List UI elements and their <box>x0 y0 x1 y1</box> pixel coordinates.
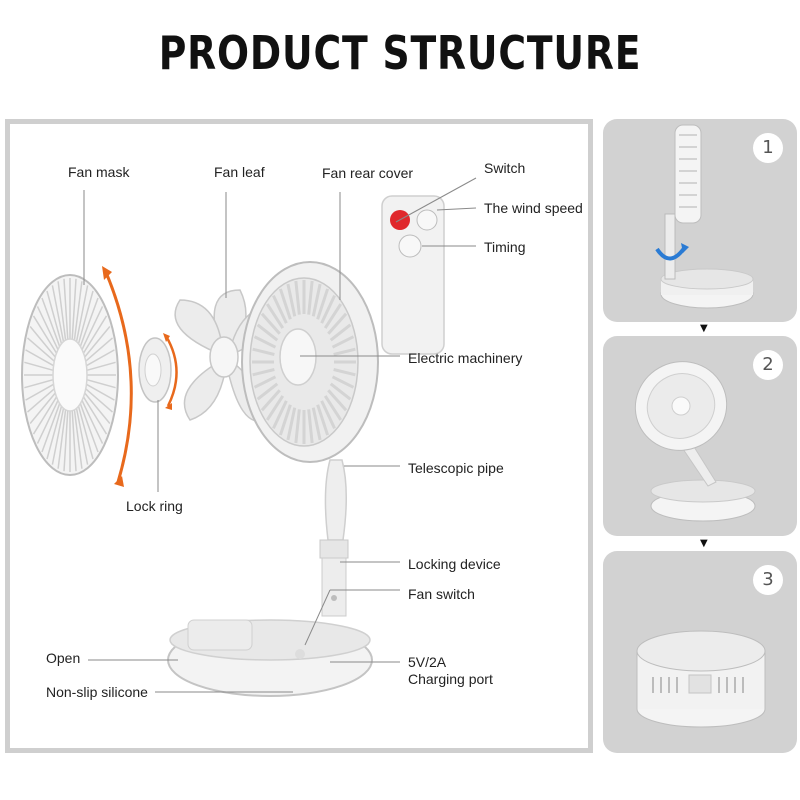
step-1-badge: 1 <box>753 133 783 163</box>
label-charging-voltage: 5V/2A <box>408 654 447 670</box>
page-title: PRODUCT STRUCTURE <box>158 26 642 80</box>
label-open: Open <box>46 650 81 666</box>
label-lock-ring: Lock ring <box>126 498 183 514</box>
label-fan-switch: Fan switch <box>408 586 475 602</box>
step-1-illustration <box>655 124 754 309</box>
step-3-illustration <box>636 630 766 728</box>
label-switch: Switch <box>484 160 526 176</box>
label-locking-device: Locking device <box>408 556 501 572</box>
step-arrow-down-icon: ▼ <box>700 323 708 334</box>
label-fan-leaf: Fan leaf <box>214 164 265 180</box>
step-2-illustration <box>634 361 756 522</box>
telescopic-pipe-illustration <box>319 459 349 617</box>
label-fan-rear-cover: Fan rear cover <box>322 165 414 181</box>
step-2-badge: 2 <box>753 350 783 380</box>
step-2-panel: 2 <box>603 336 797 536</box>
step-3-badge: 3 <box>753 565 783 595</box>
step-3-panel: 3 <box>603 551 797 753</box>
label-non-slip-silicone: Non-slip silicone <box>46 684 148 700</box>
leader-lines <box>83 177 477 693</box>
label-telescopic-pipe: Telescopic pipe <box>408 460 504 476</box>
fan-mask-illustration <box>21 274 119 476</box>
label-electric-machinery: Electric machinery <box>408 350 523 366</box>
label-wind-speed: The wind speed <box>484 200 583 216</box>
label-timing: Timing <box>484 239 526 255</box>
step-1-panel: 1 <box>603 119 797 322</box>
base-illustration <box>167 619 373 697</box>
lock-ring-illustration <box>138 337 172 403</box>
label-charging-port: Charging port <box>408 671 493 687</box>
fan-rear-cover-illustration <box>241 261 379 463</box>
label-fan-mask: Fan mask <box>68 164 130 180</box>
step-arrow-down-icon: ▼ <box>700 538 708 549</box>
remote-control-illustration <box>381 195 445 355</box>
